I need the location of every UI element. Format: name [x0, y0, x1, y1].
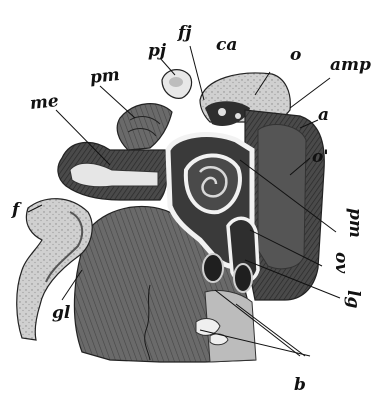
label-amp: amp: [330, 55, 371, 75]
label-o: o: [290, 45, 301, 65]
label-pm: pm: [89, 65, 121, 88]
label-pj: pj: [148, 41, 167, 61]
label-o-prime: o': [312, 147, 329, 167]
pj-knob-center: [169, 77, 183, 87]
label-lg: lg: [343, 290, 363, 308]
folded-membrane: [117, 104, 172, 150]
label-gl: gl: [52, 303, 71, 323]
label-pm-right: pm: [345, 208, 365, 238]
cap-hole-1: [218, 108, 226, 116]
label-ov: ov: [331, 252, 351, 274]
label-fj: fj: [177, 23, 192, 43]
label-f: f: [11, 200, 22, 220]
cap-hole-2: [235, 113, 241, 119]
label-b: b: [294, 375, 306, 395]
labyrinth-inner-ring: [186, 155, 240, 212]
label-ca: ca: [216, 35, 237, 55]
label-me: me: [29, 91, 60, 114]
label-a: a: [318, 105, 329, 125]
right-block-lumen: [258, 125, 306, 269]
oval-opening-right: [234, 264, 252, 292]
oval-opening-left: [203, 254, 223, 282]
